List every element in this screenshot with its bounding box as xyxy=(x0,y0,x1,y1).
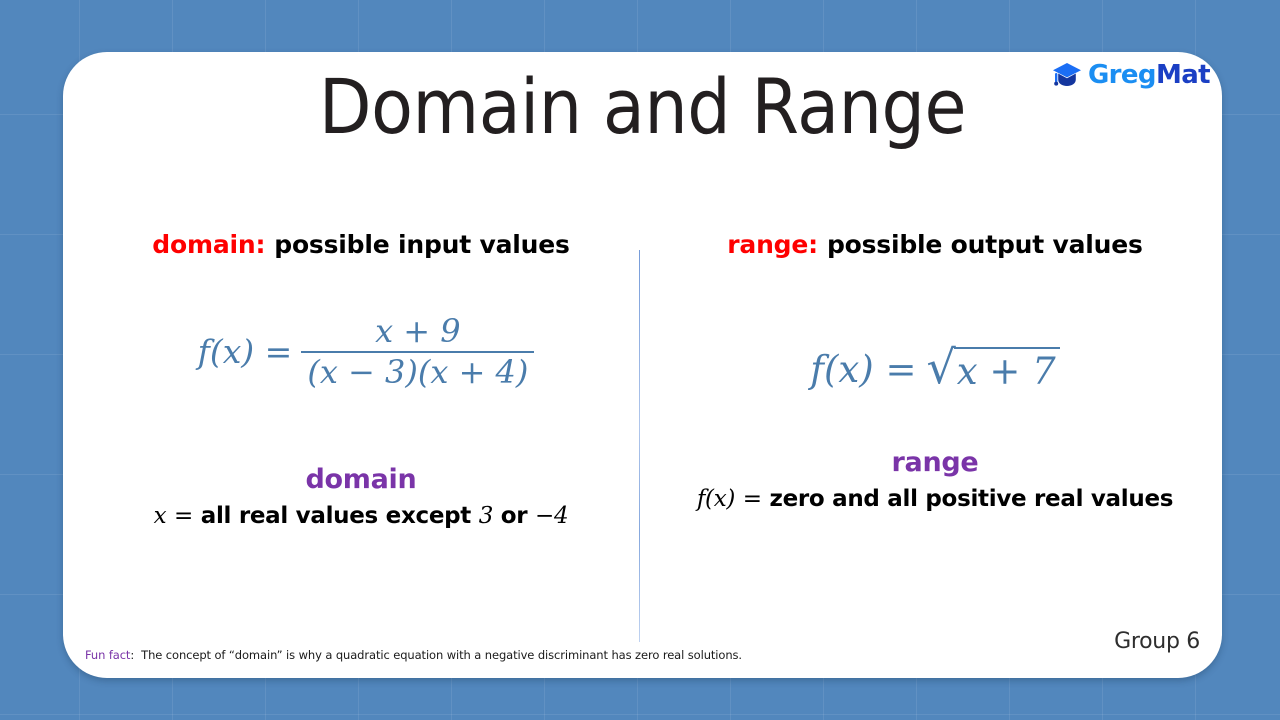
column-divider xyxy=(639,250,640,642)
domain-answer-value-a: 3 xyxy=(478,502,494,529)
domain-answer-var: x xyxy=(153,502,167,529)
fun-fact-colon: : xyxy=(130,648,135,662)
slide-card: GregMat Domain and Range domain: possible… xyxy=(63,52,1222,678)
radicand: x + 7 xyxy=(953,347,1060,391)
fraction-bar xyxy=(301,350,535,353)
fun-fact-footer: Fun fact: The concept of “domain” is why … xyxy=(85,648,742,662)
page-title: Domain and Range xyxy=(318,62,967,151)
fraction-denominator: (x − 3)(x + 4) xyxy=(307,352,529,391)
range-formula-lhs: f(x) = xyxy=(810,347,917,391)
logo-text-mat: Mat xyxy=(1155,60,1211,90)
fraction-numerator: x + 9 xyxy=(375,312,461,350)
range-answer-text: f(x) = zero and all positive real values xyxy=(655,486,1215,512)
range-keyword: range: xyxy=(727,230,818,259)
range-header: range: possible output values xyxy=(655,230,1215,259)
domain-answer-text-a: all real values except xyxy=(200,502,472,529)
gregmat-logo[interactable]: GregMat xyxy=(1052,60,1211,90)
domain-answer-label: domain xyxy=(305,463,417,495)
range-answer-label: range xyxy=(891,447,979,479)
group-label: Group 6 xyxy=(1114,629,1200,654)
domain-definition: possible input values xyxy=(274,230,570,259)
logo-text-greg: Greg xyxy=(1087,60,1157,90)
column-range: range: possible output values f(x) = √ x … xyxy=(655,230,1215,512)
domain-keyword: domain: xyxy=(152,230,266,259)
domain-formula-fraction: x + 9 (x − 3)(x + 4) xyxy=(301,312,535,391)
range-answer-var: f(x) xyxy=(696,486,736,513)
fun-fact-text: The concept of “domain” is why a quadrat… xyxy=(141,648,742,662)
fun-fact-label: Fun fact xyxy=(85,648,130,662)
fun-fact-label-text: Fun fact xyxy=(85,648,131,662)
domain-answer-equals: = xyxy=(174,502,194,529)
domain-formula: f(x) = x + 9 (x − 3)(x + 4) xyxy=(81,312,641,391)
range-formula-radical: √ x + 7 xyxy=(926,340,1060,394)
range-definition: possible output values xyxy=(826,230,1143,259)
column-domain: domain: possible input values f(x) = x + … xyxy=(81,230,641,529)
range-formula: f(x) = √ x + 7 xyxy=(655,340,1215,394)
domain-formula-lhs: f(x) = xyxy=(197,331,293,371)
range-answer-text-a: zero and all positive real values xyxy=(769,486,1174,513)
domain-header: domain: possible input values xyxy=(81,230,641,259)
radical-sign-icon: √ xyxy=(926,340,956,394)
domain-answer-text: x = all real values except 3 or −4 xyxy=(81,503,641,529)
domain-answer-text-b: or xyxy=(500,502,528,529)
range-answer-equals: = xyxy=(742,486,762,513)
gregmat-logo-text: GregMat xyxy=(1087,60,1211,90)
domain-answer-value-b: −4 xyxy=(535,502,569,529)
graduation-cap-icon xyxy=(1052,62,1082,88)
